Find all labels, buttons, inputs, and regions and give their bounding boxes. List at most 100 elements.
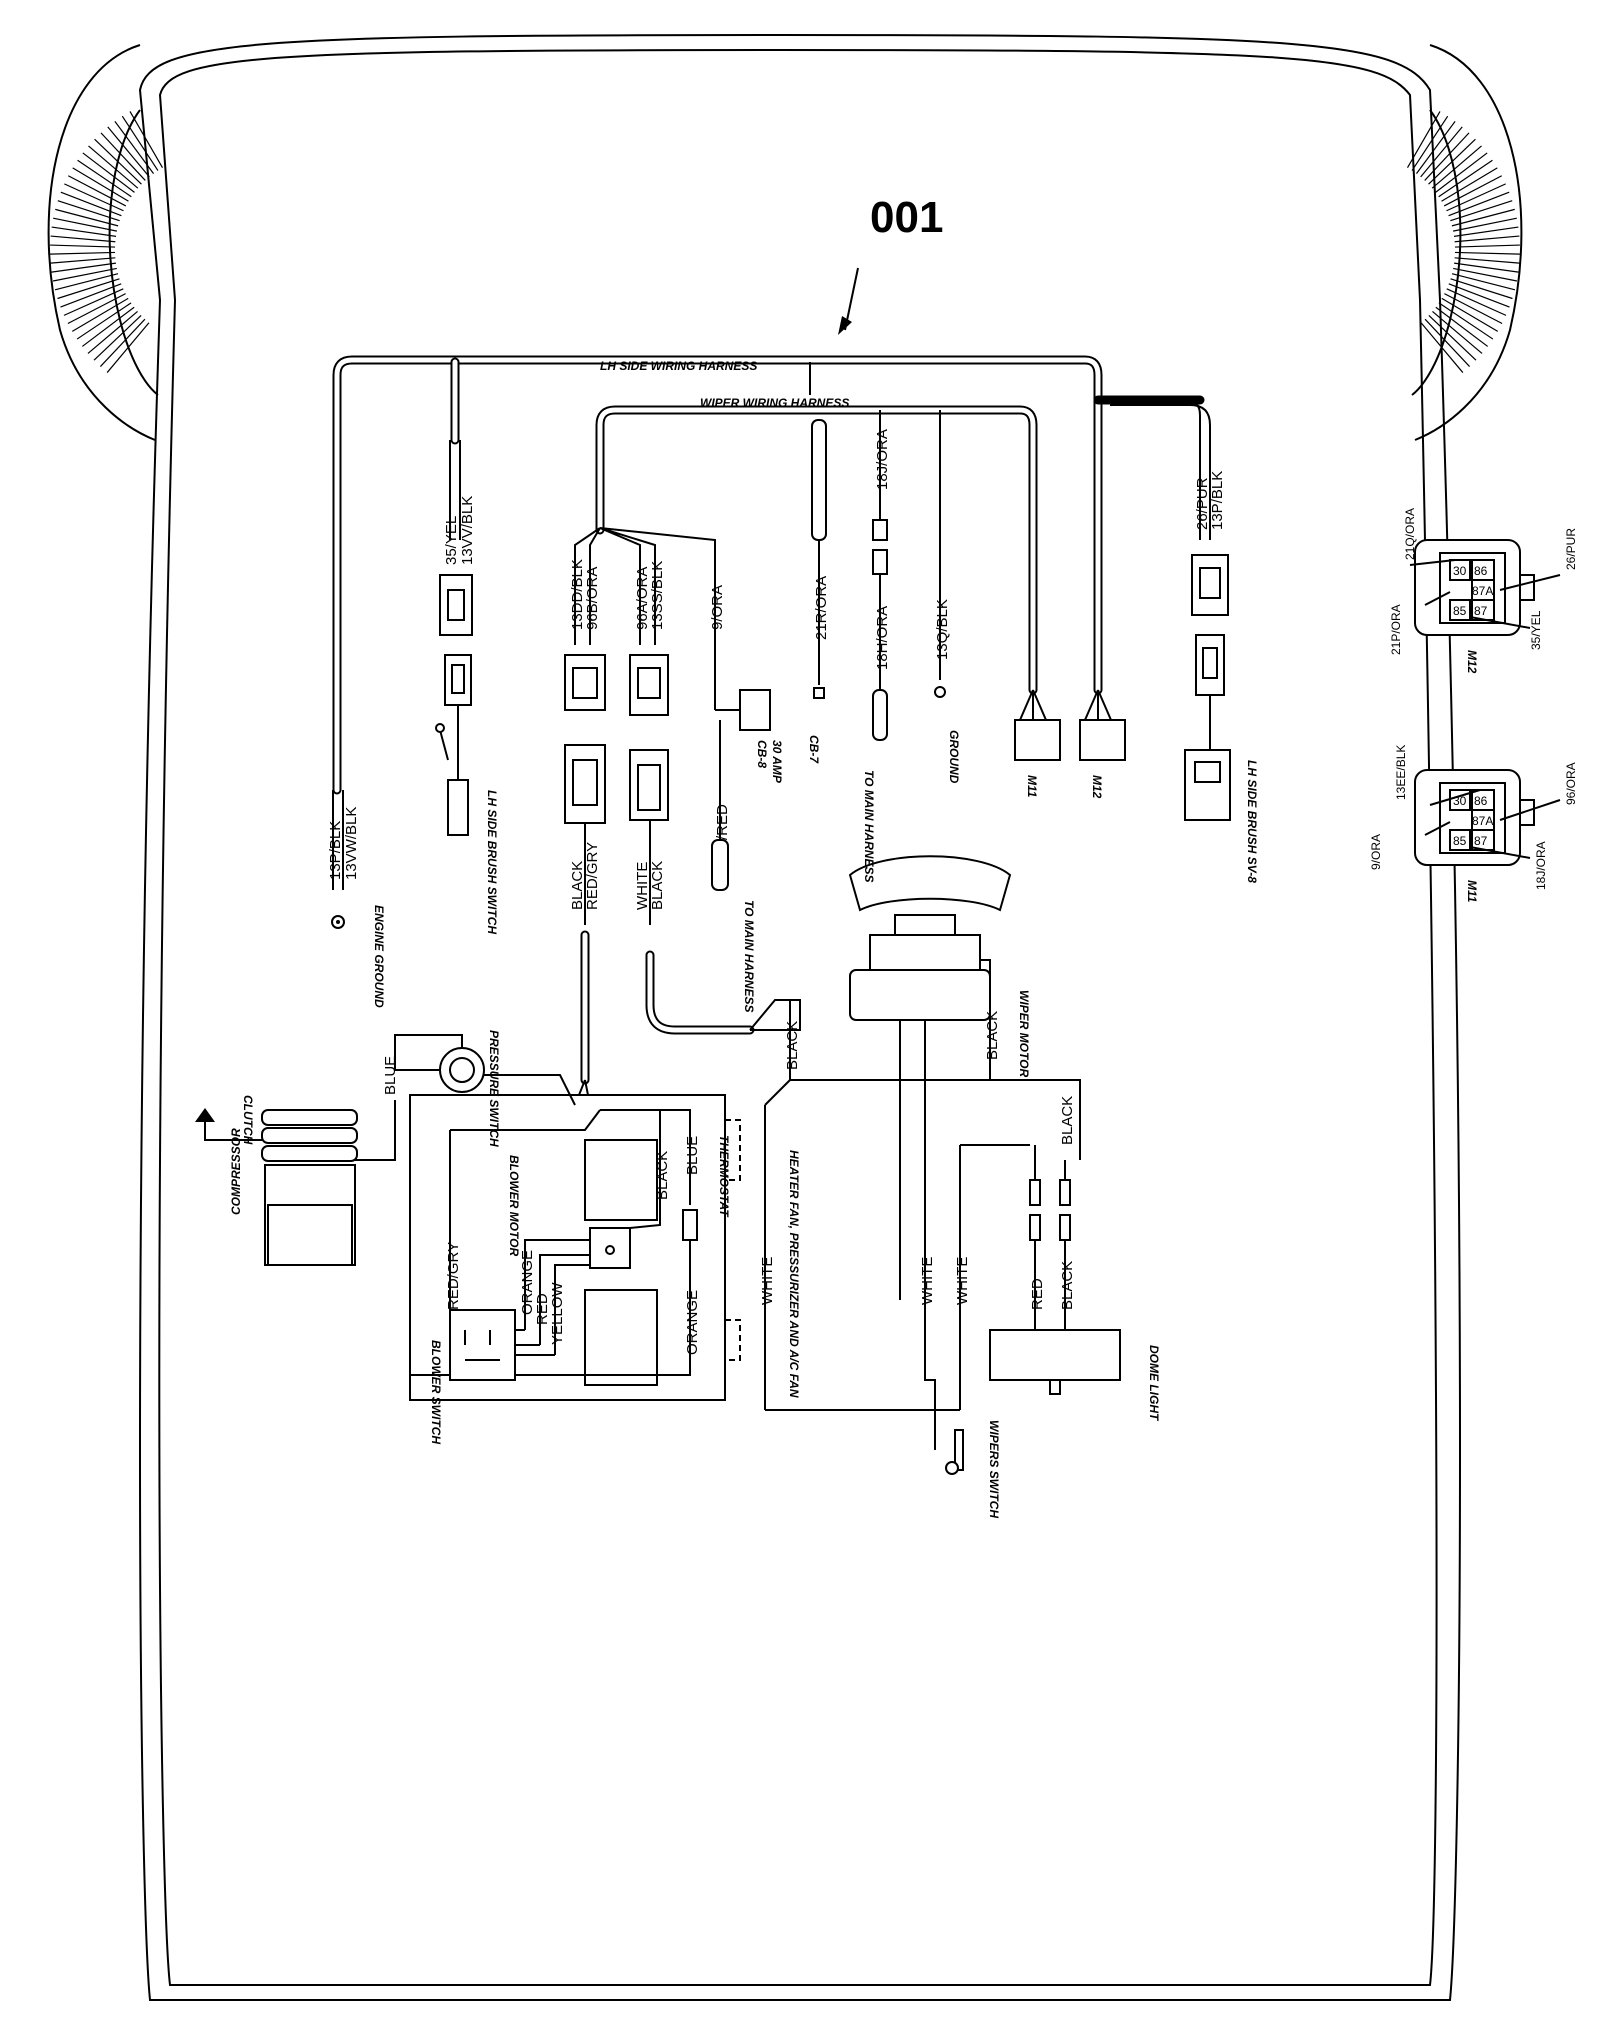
thermostat-label: THERMOSTAT — [717, 1135, 731, 1218]
wire-label: 96B/ORA — [584, 567, 601, 630]
svg-text:96/ORA: 96/ORA — [1564, 762, 1578, 805]
wiper-motor — [849, 969, 991, 1021]
wire-label: RED — [1029, 1278, 1046, 1310]
dome-light-label: DOME LIGHT — [1147, 1345, 1161, 1422]
to-main-harness-label: TO MAIN HARNESS — [742, 900, 756, 1012]
svg-text:18J/ORA: 18J/ORA — [1534, 841, 1548, 890]
wire-label: 18H/ORA — [874, 606, 891, 670]
blower-switch-label: BLOWER SWITCH — [429, 1340, 443, 1444]
wire-label: 96A/ORA — [634, 567, 651, 630]
engine-ground-branch: 13P/BLK 13VW/BLK ENGINE GROUND — [327, 790, 386, 1008]
main-harness-branch: 18J/ORA 18H/ORA TO MAIN HARNESS 13Q/BLK … — [862, 410, 961, 882]
wire-label: WHITE — [919, 1257, 936, 1305]
lh-brush-sv8-branch: 26/PUR 13P/BLK LH SIDE BRUSH SV-8 — [1184, 471, 1259, 883]
m11-m12-connectors: M11 M12 — [1014, 689, 1126, 799]
compressor — [195, 1108, 358, 1266]
lh-brush-switch-label: LH SIDE BRUSH SWITCH — [485, 790, 499, 934]
engine-ground-label: ENGINE GROUND — [372, 905, 386, 1008]
m11-label: M11 — [1025, 775, 1039, 798]
relay-m12: 30 86 87A 87 85 21Q/ORA 26/PUR 21P/ORA 3… — [1389, 508, 1578, 674]
svg-text:21Q/ORA: 21Q/ORA — [1403, 508, 1417, 560]
svg-text:26/PUR: 26/PUR — [1564, 528, 1578, 570]
wire-label: RED/GRY — [445, 1242, 462, 1310]
wire-label: 35/YEL — [443, 516, 460, 565]
wire-label: 9/ORA — [709, 585, 726, 630]
harness-breakout: 13DD/BLK 96B/ORA 96A/ORA 13SS/BLK 9/ORA … — [564, 527, 726, 925]
svg-text:30: 30 — [1453, 564, 1467, 578]
wipers-switch-label: WIPERS SWITCH — [987, 1420, 1001, 1518]
svg-text:87A: 87A — [1472, 814, 1493, 828]
wire-label: RED — [534, 1293, 551, 1325]
to-main-connector — [872, 689, 888, 741]
wire-label: BLACK — [649, 861, 666, 910]
wire-label: BLACK — [569, 861, 586, 910]
to-main-harness-label: TO MAIN HARNESS — [862, 770, 876, 882]
wire-label: RED/GRY — [584, 842, 601, 910]
solenoid-valve — [1184, 749, 1231, 821]
svg-text:86: 86 — [1474, 794, 1488, 808]
right-wheel — [1406, 44, 1523, 441]
wire-label: 13P/BLK — [327, 821, 344, 880]
wiper-motor-label: WIPER MOTOR — [1017, 990, 1031, 1077]
blower-motor-label: BLOWER MOTOR — [507, 1155, 521, 1256]
svg-text:87: 87 — [1474, 604, 1488, 618]
heater-fan-label: HEATER FAN, PRESSURIZER AND A/C FAN — [787, 1150, 801, 1398]
svg-text:9/ORA: 9/ORA — [1369, 834, 1383, 870]
cb8-label: CB-8 — [755, 740, 769, 768]
wire-label: WHITE — [954, 1257, 971, 1305]
cb8-amp-label: 30 AMP — [770, 740, 784, 784]
svg-text:13EE/BLK: 13EE/BLK — [1394, 745, 1408, 800]
lh-brush-sv-label: LH SIDE BRUSH SV-8 — [1245, 760, 1259, 883]
svg-text:87A: 87A — [1472, 584, 1493, 598]
svg-text:21P/ORA: 21P/ORA — [1389, 604, 1403, 655]
cb7-terminal — [813, 687, 825, 699]
m12-plug — [1079, 719, 1126, 761]
wire-label: 13DD/BLK — [569, 559, 586, 630]
relay-m11: 30 86 87A 87 85 13EE/BLK 96/ORA 9/ORA 18… — [1369, 745, 1578, 903]
brush-switch — [447, 779, 469, 836]
dome-light — [989, 1329, 1121, 1381]
wire-label: YELLOW — [549, 1282, 566, 1345]
wiper-dome-section: BLACK BLACK WIPER MOTOR WHITE WHITE WHIT… — [749, 855, 1161, 1518]
svg-text:85: 85 — [1453, 604, 1467, 618]
wire-label: 21R/ORA — [813, 576, 830, 640]
wire-label: BLACK — [1059, 1096, 1076, 1145]
heater-ac-section: PRESSURE SWITCH BLUE CLUTCH COMPRESSOR B… — [195, 930, 801, 1444]
wire-label: 26/PUR — [1194, 477, 1211, 530]
wire-label: ORANGE — [519, 1250, 536, 1315]
blower-motor-bottom — [584, 1289, 658, 1386]
thermostat — [682, 1209, 698, 1241]
wire-label: BLACK — [784, 1021, 801, 1070]
svg-text:M11: M11 — [1465, 880, 1479, 903]
circuit-breaker-cb8 — [739, 689, 771, 731]
left-wheel — [47, 44, 164, 441]
wiper-arc — [848, 855, 1012, 912]
m11-plug — [1014, 719, 1061, 761]
lh-side-brush-switch-branch: 35/YEL 13VV/BLK LH SIDE BRUSH SWITCH — [435, 440, 499, 934]
vehicle-outline — [47, 33, 1523, 2001]
pressure-switch-label: PRESSURE SWITCH — [487, 1030, 501, 1147]
cb-8-branch: 1G/RED CB-8 30 AMP TO MAIN HARNESS — [711, 689, 784, 1012]
wire-label: 13Q/BLK — [934, 599, 951, 660]
to-main-connector — [711, 839, 729, 891]
blower-switch — [449, 1309, 516, 1381]
wire-label: WHITE — [759, 1257, 776, 1305]
harness-label-lh: LH SIDE WIRING HARNESS — [600, 359, 757, 373]
blower-motor-top — [584, 1139, 658, 1221]
wire-label: 18J/ORA — [874, 429, 891, 490]
callout-label: 001 — [870, 193, 943, 242]
wire-label: BLACK — [1059, 1261, 1076, 1310]
svg-text:M12: M12 — [1465, 650, 1479, 674]
ground-label: GROUND — [947, 730, 961, 784]
wire-label: 13SS/BLK — [649, 561, 666, 630]
svg-text:85: 85 — [1453, 834, 1467, 848]
wire-label: 13P/BLK — [1209, 471, 1226, 530]
ground-terminal — [934, 686, 946, 698]
harness-label-wiper: WIPER WIRING HARNESS — [700, 396, 849, 410]
wiper-wiring-harness: WIPER WIRING HARNESS — [595, 396, 1038, 695]
svg-text:86: 86 — [1474, 564, 1488, 578]
svg-text:87: 87 — [1474, 834, 1488, 848]
compressor-label: COMPRESSOR — [229, 1128, 243, 1215]
wipers-switch — [954, 1429, 964, 1471]
